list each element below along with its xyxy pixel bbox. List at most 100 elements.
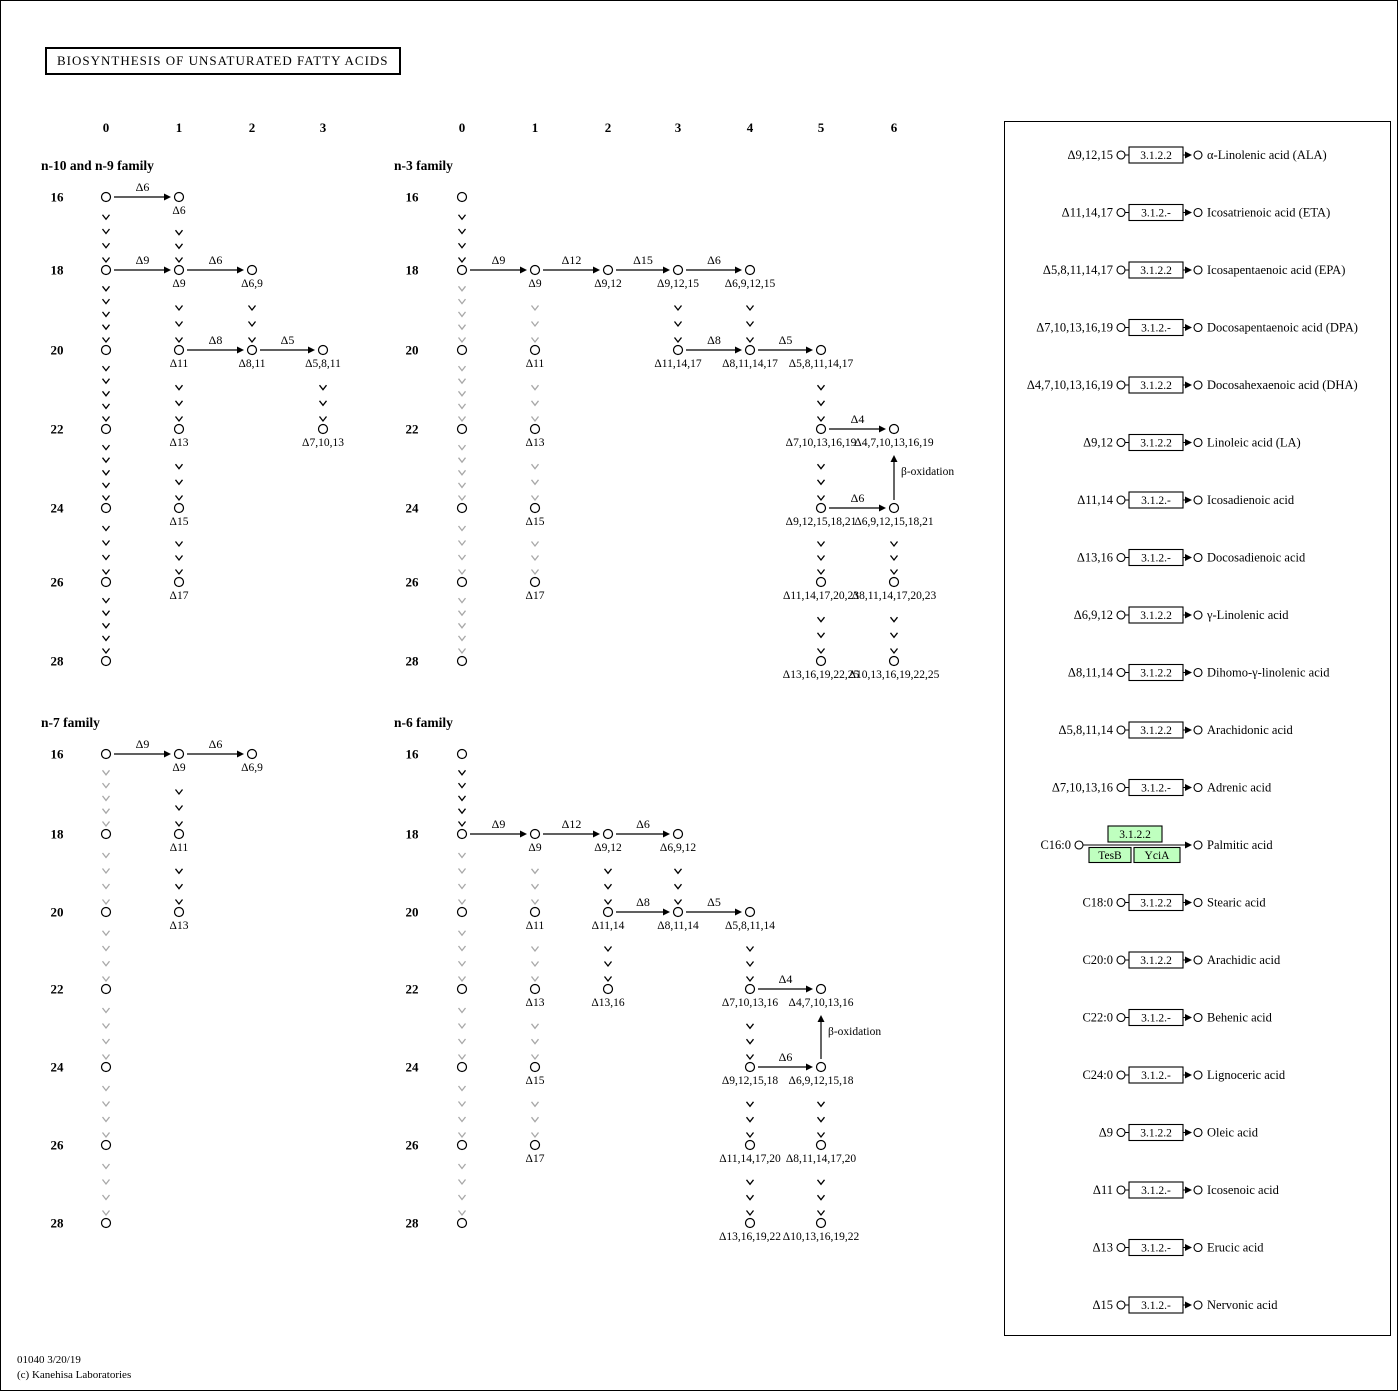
substrate-node[interactable] bbox=[1116, 667, 1126, 678]
fatty-acid-node[interactable] bbox=[744, 983, 756, 995]
fatty-acid-node[interactable] bbox=[744, 1139, 756, 1151]
fatty-acid-node[interactable] bbox=[744, 344, 756, 356]
fatty-acid-node[interactable] bbox=[100, 906, 112, 918]
enzyme-box[interactable] bbox=[1128, 318, 1184, 337]
enzyme-box[interactable] bbox=[1128, 893, 1184, 912]
gene-box[interactable] bbox=[1133, 846, 1181, 864]
product-node[interactable] bbox=[1193, 840, 1203, 850]
fatty-acid-node[interactable] bbox=[815, 423, 827, 435]
fatty-acid-node[interactable] bbox=[529, 906, 541, 918]
product-node[interactable] bbox=[1193, 955, 1203, 965]
product-node[interactable] bbox=[1193, 725, 1203, 735]
fatty-acid-node[interactable] bbox=[100, 655, 112, 667]
product-node[interactable] bbox=[1193, 552, 1203, 563]
fatty-acid-node[interactable] bbox=[456, 1217, 468, 1229]
substrate-node[interactable] bbox=[1116, 1242, 1126, 1253]
fatty-acid-node[interactable] bbox=[100, 828, 112, 840]
substrate-node[interactable] bbox=[1116, 380, 1126, 390]
product-node[interactable] bbox=[1193, 1242, 1203, 1253]
substrate-node[interactable] bbox=[1116, 1300, 1126, 1310]
fatty-acid-node[interactable] bbox=[317, 423, 329, 435]
substrate-node[interactable] bbox=[1116, 610, 1126, 620]
substrate-node[interactable] bbox=[1116, 782, 1126, 793]
substrate-node[interactable] bbox=[1116, 495, 1126, 505]
fatty-acid-node[interactable] bbox=[602, 906, 614, 918]
enzyme-box[interactable] bbox=[1128, 1238, 1184, 1257]
fatty-acid-node[interactable] bbox=[602, 828, 614, 840]
substrate-node[interactable] bbox=[1116, 552, 1126, 563]
enzyme-box[interactable] bbox=[1128, 663, 1184, 682]
fatty-acid-node[interactable] bbox=[888, 502, 900, 514]
fatty-acid-node[interactable] bbox=[173, 906, 185, 918]
fatty-acid-node[interactable] bbox=[529, 828, 541, 840]
substrate-node[interactable] bbox=[1116, 1012, 1126, 1023]
fatty-acid-node[interactable] bbox=[456, 1139, 468, 1151]
fatty-acid-node[interactable] bbox=[456, 423, 468, 435]
fatty-acid-node[interactable] bbox=[456, 576, 468, 588]
fatty-acid-node[interactable] bbox=[173, 264, 185, 276]
fatty-acid-node[interactable] bbox=[456, 344, 468, 356]
fatty-acid-node[interactable] bbox=[815, 655, 827, 667]
fatty-acid-node[interactable] bbox=[888, 423, 900, 435]
fatty-acid-node[interactable] bbox=[815, 1139, 827, 1151]
fatty-acid-node[interactable] bbox=[100, 344, 112, 356]
fatty-acid-node[interactable] bbox=[173, 423, 185, 435]
fatty-acid-node[interactable] bbox=[815, 344, 827, 356]
fatty-acid-node[interactable] bbox=[602, 264, 614, 276]
fatty-acid-node[interactable] bbox=[456, 1061, 468, 1073]
enzyme-box[interactable] bbox=[1107, 825, 1163, 843]
fatty-acid-node[interactable] bbox=[672, 344, 684, 356]
fatty-acid-node[interactable] bbox=[317, 344, 329, 356]
substrate-node[interactable] bbox=[1116, 322, 1126, 333]
product-node[interactable] bbox=[1193, 322, 1203, 333]
substrate-node[interactable] bbox=[1116, 1185, 1126, 1195]
product-node[interactable] bbox=[1193, 265, 1203, 275]
fatty-acid-node[interactable] bbox=[246, 748, 258, 760]
fatty-acid-node[interactable] bbox=[173, 191, 185, 203]
fatty-acid-node[interactable] bbox=[456, 983, 468, 995]
fatty-acid-node[interactable] bbox=[246, 264, 258, 276]
fatty-acid-node[interactable] bbox=[100, 1217, 112, 1229]
substrate-node[interactable] bbox=[1074, 840, 1084, 850]
fatty-acid-node[interactable] bbox=[529, 576, 541, 588]
product-node[interactable] bbox=[1193, 150, 1203, 160]
enzyme-box[interactable] bbox=[1128, 433, 1184, 452]
enzyme-box[interactable] bbox=[1128, 778, 1184, 797]
fatty-acid-node[interactable] bbox=[100, 1061, 112, 1073]
product-node[interactable] bbox=[1193, 897, 1203, 908]
enzyme-box[interactable] bbox=[1128, 491, 1184, 509]
enzyme-box[interactable] bbox=[1128, 548, 1184, 567]
fatty-acid-node[interactable] bbox=[456, 264, 468, 276]
fatty-acid-node[interactable] bbox=[246, 344, 258, 356]
enzyme-box[interactable] bbox=[1128, 1123, 1184, 1142]
fatty-acid-node[interactable] bbox=[100, 576, 112, 588]
fatty-acid-node[interactable] bbox=[529, 1139, 541, 1151]
enzyme-box[interactable] bbox=[1128, 951, 1184, 969]
fatty-acid-node[interactable] bbox=[529, 423, 541, 435]
substrate-node[interactable] bbox=[1116, 725, 1126, 735]
fatty-acid-node[interactable] bbox=[456, 191, 468, 203]
fatty-acid-node[interactable] bbox=[529, 264, 541, 276]
fatty-acid-node[interactable] bbox=[100, 983, 112, 995]
fatty-acid-node[interactable] bbox=[815, 983, 827, 995]
fatty-acid-node[interactable] bbox=[815, 1061, 827, 1073]
fatty-acid-node[interactable] bbox=[456, 906, 468, 918]
product-node[interactable] bbox=[1193, 1185, 1203, 1195]
fatty-acid-node[interactable] bbox=[744, 1061, 756, 1073]
fatty-acid-node[interactable] bbox=[100, 1139, 112, 1151]
substrate-node[interactable] bbox=[1116, 1070, 1126, 1080]
fatty-acid-node[interactable] bbox=[173, 576, 185, 588]
gene-box[interactable] bbox=[1088, 846, 1132, 864]
fatty-acid-node[interactable] bbox=[672, 264, 684, 276]
product-node[interactable] bbox=[1193, 1070, 1203, 1080]
fatty-acid-node[interactable] bbox=[815, 502, 827, 514]
product-node[interactable] bbox=[1193, 207, 1203, 218]
fatty-acid-node[interactable] bbox=[456, 502, 468, 514]
fatty-acid-node[interactable] bbox=[744, 264, 756, 276]
enzyme-box[interactable] bbox=[1128, 1296, 1184, 1314]
fatty-acid-node[interactable] bbox=[100, 502, 112, 514]
product-node[interactable] bbox=[1193, 1012, 1203, 1023]
enzyme-box[interactable] bbox=[1128, 1181, 1184, 1199]
product-node[interactable] bbox=[1193, 380, 1203, 390]
substrate-node[interactable] bbox=[1116, 150, 1126, 160]
